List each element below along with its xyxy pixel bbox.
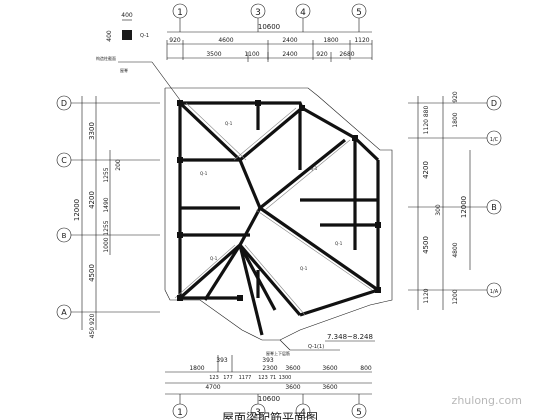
top-axis-markers: 1 3 4 5	[172, 3, 367, 32]
right-dim: 4200	[422, 161, 430, 179]
beam-label: Q-1	[210, 256, 218, 261]
left-dim-2: 1490	[103, 197, 110, 212]
right-axis-label: B	[491, 203, 497, 212]
bottom-dim: 2300	[262, 365, 277, 372]
left-dim-2: 1000	[103, 237, 110, 252]
bottom-small: 123	[258, 375, 268, 381]
left-dim: 3300	[88, 122, 96, 140]
beam-label: Q-1	[200, 171, 208, 176]
left-overall: 12000	[73, 199, 81, 221]
bottom-overall: 10600	[258, 395, 280, 403]
bottom-small: 1300	[279, 375, 292, 381]
right-dim: 4500	[422, 236, 430, 254]
watermark: zhulong.com	[452, 394, 522, 407]
left-axis-label: C	[61, 156, 67, 165]
bottom-axis-markers: 1 3 4 5	[172, 394, 367, 419]
top-dim: 920	[169, 37, 181, 44]
top-dim-2: 920	[316, 51, 328, 58]
top-axis-label: 3	[255, 8, 261, 18]
elevation-callout: 屋脊上下层筋 Q-1(1) 7.348~8.248	[266, 333, 375, 356]
left-axis-label: A	[61, 308, 67, 317]
left-axis-label: D	[61, 99, 67, 108]
detail-label: Q-1	[140, 33, 149, 39]
top-dimensions: 10600 920 4600 2400 1800 1120 3500 1100 …	[166, 23, 373, 62]
bottom-dim: 800	[360, 365, 372, 372]
column-detail: 400 400 Q-1 构造柱截面 屋脊	[96, 12, 181, 101]
right-dim-2: 1200	[452, 289, 459, 304]
right-overall: 12000	[460, 196, 468, 218]
top-dim: 2400	[282, 37, 297, 44]
elevation-text: 7.348~8.248	[327, 333, 373, 341]
right-dim-2: 1800	[452, 112, 459, 127]
drawing-title: 屋面梁配筋平面图	[222, 410, 318, 420]
top-dim: 4600	[218, 37, 233, 44]
beam-label: Q-1	[300, 266, 308, 271]
right-dimensions: 1120 880 4200 4500 1120 920 1800 300 480…	[417, 91, 471, 310]
right-dim-2: 920	[452, 91, 459, 103]
bottom-small: 71	[270, 375, 276, 381]
right-axis-label: 1/A	[490, 289, 499, 295]
bottom-axis-label: 3	[255, 408, 261, 418]
detail-note-2: 屋脊	[120, 67, 128, 73]
left-dim: 4200	[88, 191, 96, 209]
detail-size-h: 400	[121, 12, 133, 19]
top-axis-label: 1	[177, 8, 183, 18]
right-dim: 1120	[423, 288, 430, 303]
bottom-small: 1177	[239, 375, 252, 381]
right-dim-2: 300	[435, 204, 442, 216]
beam-label: Q-1	[225, 121, 233, 126]
top-dim-2: 3500	[206, 51, 221, 58]
top-dim-2: 2680	[339, 51, 354, 58]
right-axis-label: 1/C	[490, 137, 499, 143]
top-dim-2: 1100	[244, 51, 259, 58]
bottom-dim-2: 3600	[285, 384, 300, 391]
bottom-dim-2: 4700	[205, 384, 220, 391]
level-label: Q-1(1)	[308, 344, 324, 350]
right-dim: 1120 880	[423, 106, 430, 135]
right-axis-markers: D 1/C B 1/A	[408, 95, 502, 298]
left-dim-2: 1255	[103, 220, 110, 235]
left-dim: 4500	[88, 264, 96, 282]
beam-label: Q-1	[310, 166, 318, 171]
bottom-dimensions: 393 393 1800 2300 3600 3600 800 123 177 …	[165, 355, 372, 403]
top-axis-label: 4	[300, 8, 306, 18]
left-dim-2: 200	[115, 159, 122, 171]
beam-label: Q-1	[335, 241, 343, 246]
bottom-dim: 1800	[189, 365, 204, 372]
bottom-dim-2: 3600	[322, 384, 337, 391]
top-axis-label: 5	[356, 8, 362, 18]
top-dim: 1800	[323, 37, 338, 44]
bottom-top: 393	[216, 357, 228, 364]
bottom-top: 393	[262, 357, 274, 364]
bottom-axis-label: 1	[177, 408, 183, 418]
left-dim-2: 1255	[103, 167, 110, 182]
left-axis-markers: D C B A	[56, 95, 160, 320]
top-dim-2: 2400	[282, 51, 297, 58]
right-dim-2: 4800	[452, 242, 459, 257]
roof-plan: Q-1 Q-1 Q-1 Q-1 Q-1 Q-1	[164, 87, 393, 341]
ridge-note: 屋脊上下层筋	[266, 350, 290, 356]
detail-note: 构造柱截面	[96, 55, 116, 61]
bottom-axis-label: 4	[300, 408, 306, 418]
top-overall: 10600	[258, 23, 280, 31]
top-dim: 1120	[354, 37, 369, 44]
bottom-small: 177	[223, 375, 233, 381]
left-axis-label: B	[62, 232, 67, 240]
bottom-small: 123	[209, 375, 219, 381]
detail-size-v: 400	[106, 30, 113, 42]
watermark-text: zhulong.com	[452, 394, 522, 407]
left-dim-bottom: 450 920	[89, 313, 96, 338]
right-axis-label: D	[491, 99, 497, 108]
bottom-dim: 3600	[285, 365, 300, 372]
bottom-dim: 3600	[322, 365, 337, 372]
bottom-axis-label: 5	[356, 408, 362, 418]
left-dimensions: 12000 3300 4200 4500 200 1255 1490 1255 …	[73, 96, 122, 338]
